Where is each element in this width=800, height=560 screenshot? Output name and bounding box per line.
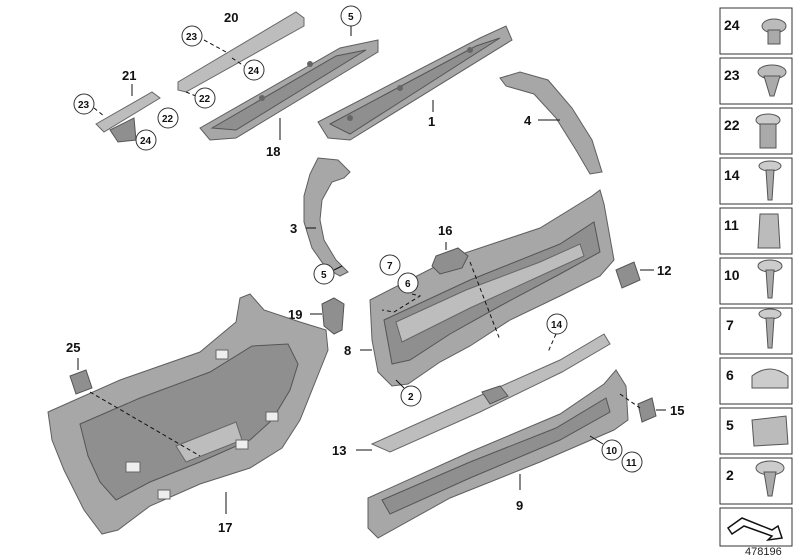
callout-22a: 22 xyxy=(199,94,211,105)
callout-21: 21 xyxy=(122,68,136,83)
callout-24a: 24 xyxy=(248,66,260,77)
callout-15: 15 xyxy=(670,403,684,418)
sidebar-label-14: 14 xyxy=(724,167,740,183)
sidebar-cell-22 xyxy=(719,107,793,155)
sidebar-label-6: 6 xyxy=(726,367,734,383)
callout-9: 9 xyxy=(516,498,523,513)
callout-25: 25 xyxy=(66,340,80,355)
sidebar-label-7: 7 xyxy=(726,317,734,333)
callout-2: 2 xyxy=(408,392,414,403)
sidebar-label-24: 24 xyxy=(724,17,740,33)
part-3-left-pillar xyxy=(303,157,351,277)
callout-22b: 22 xyxy=(162,114,174,125)
sidebar-label-22: 22 xyxy=(724,117,740,133)
callout-5b: 5 xyxy=(321,270,327,281)
callout-14: 14 xyxy=(551,320,563,331)
callout-10: 10 xyxy=(606,446,618,457)
callout-16: 16 xyxy=(438,223,452,238)
part-19-sensor xyxy=(321,297,345,335)
part-20-strip xyxy=(177,11,305,93)
sidebar-label-2: 2 xyxy=(726,467,734,483)
part-17-lid-trim xyxy=(47,293,329,535)
arrow-symbol-icon xyxy=(726,517,783,542)
sidebar-label-5: 5 xyxy=(726,417,734,433)
callout-18: 18 xyxy=(266,144,280,159)
callout-19: 19 xyxy=(288,307,302,322)
part-1-upper-trim xyxy=(317,25,513,141)
sidebar-label-23: 23 xyxy=(724,67,740,83)
callout-24b: 24 xyxy=(140,136,152,147)
part-15-catch xyxy=(637,397,657,423)
callout-23b: 23 xyxy=(78,100,90,111)
sidebar-cell-24 xyxy=(719,7,793,55)
callout-6: 6 xyxy=(405,279,411,290)
callout-7: 7 xyxy=(387,261,393,272)
callout-11: 11 xyxy=(626,458,637,469)
sidebar-label-11: 11 xyxy=(724,217,739,233)
callout-20: 20 xyxy=(224,10,238,25)
callout-8: 8 xyxy=(344,343,351,358)
callout-1: 1 xyxy=(428,114,435,129)
part-25-cover xyxy=(69,369,93,395)
part-13-sill-trim xyxy=(370,333,611,453)
part-21-bracket xyxy=(95,91,161,143)
part-12-clip xyxy=(615,261,641,289)
callout-4: 4 xyxy=(524,113,532,128)
callout-13: 13 xyxy=(332,443,346,458)
figure-id: 478196 xyxy=(745,546,782,558)
callout-23a: 23 xyxy=(186,32,198,43)
sidebar-cell-23 xyxy=(719,57,793,105)
part-4-right-pillar xyxy=(499,71,603,175)
part-16-handle xyxy=(431,247,469,275)
hardware-sidebar: 24 23 22 14 11 10 7 6 5 2 xyxy=(719,7,793,547)
callout-17: 17 xyxy=(218,520,232,535)
sidebar-label-10: 10 xyxy=(724,267,740,283)
part-18-trim xyxy=(199,39,379,141)
callout-12: 12 xyxy=(657,263,671,278)
callout-3: 3 xyxy=(290,221,297,236)
part-9-lower-cover xyxy=(367,369,629,539)
part-8-inner-frame xyxy=(369,189,615,387)
callout-5a: 5 xyxy=(348,12,354,23)
